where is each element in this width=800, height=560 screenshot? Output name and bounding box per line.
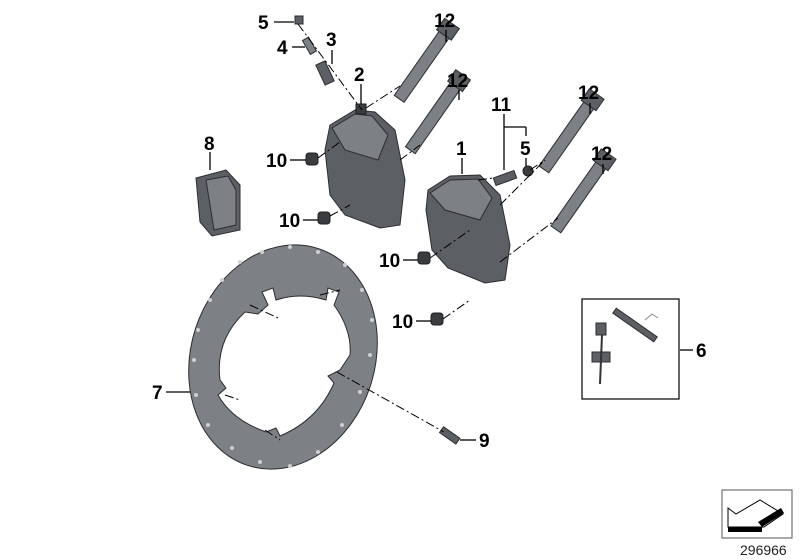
callout-6: 6 [696, 341, 707, 362]
bleeder-valve-parts[interactable] [294, 15, 534, 187]
disc-holes [192, 245, 374, 468]
callout-2: 2 [354, 65, 365, 86]
callout-labels: 5 4 3 2 12 12 12 12 11 5 1 8 10 10 10 10… [152, 11, 707, 452]
brake-caliper-left[interactable] [324, 103, 406, 229]
diagram-number: 296966 [740, 542, 787, 558]
callout-12: 12 [578, 83, 599, 104]
callout-10: 10 [279, 211, 300, 232]
callout-5: 5 [520, 139, 531, 160]
assembly-lines [224, 23, 559, 441]
orientation-arrow-icon [721, 489, 793, 539]
callout-12: 12 [447, 71, 468, 92]
pad-kit-box[interactable] [581, 298, 680, 400]
brake-caliper-right[interactable] [425, 174, 511, 284]
callout-1: 1 [456, 139, 467, 160]
callout-3: 3 [326, 30, 337, 51]
sleeves[interactable] [305, 152, 444, 326]
callout-10: 10 [379, 251, 400, 272]
callout-10: 10 [266, 151, 287, 172]
caliper-bolts[interactable] [392, 17, 617, 234]
callout-11: 11 [491, 95, 512, 116]
callout-8: 8 [204, 134, 215, 155]
callout-4: 4 [277, 38, 288, 59]
callout-9: 9 [479, 431, 490, 452]
disc-screw[interactable] [438, 426, 461, 445]
leader-lines [166, 21, 693, 441]
callout-7: 7 [152, 383, 163, 404]
brake-pads[interactable] [195, 169, 241, 237]
callout-5: 5 [258, 13, 269, 34]
brake-disc[interactable] [160, 220, 405, 494]
callout-12: 12 [434, 11, 455, 32]
callout-10: 10 [392, 312, 413, 333]
callout-12: 12 [591, 144, 612, 165]
